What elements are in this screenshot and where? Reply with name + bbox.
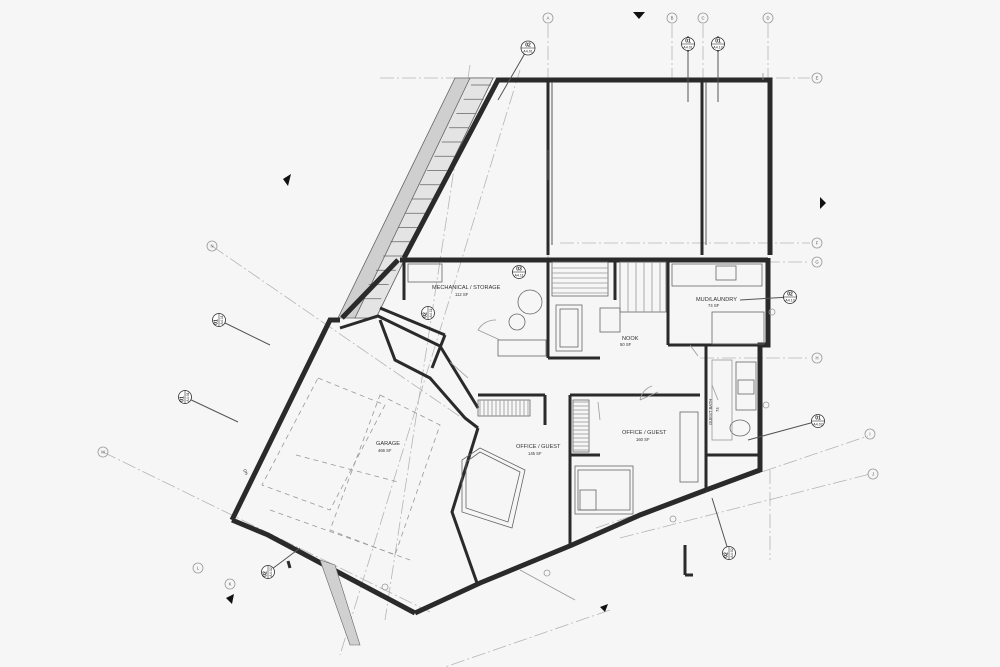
section-tag-t8: 01 A4.01 (178, 390, 239, 423)
svg-text:E: E (816, 76, 819, 81)
svg-text:A4.02: A4.02 (269, 567, 273, 576)
svg-text:02: 02 (724, 552, 730, 558)
grid-bubble-b: B (666, 12, 678, 24)
svg-text:02: 02 (423, 312, 429, 318)
interior-walls (379, 262, 760, 545)
dimension-label: DN (242, 468, 249, 476)
svg-text:B: B (671, 16, 674, 21)
grid-bubble-a: A (542, 12, 554, 24)
svg-text:A4.02: A4.02 (730, 548, 734, 557)
svg-text:A4.10: A4.10 (785, 299, 794, 303)
room-area-garage: 466 SF (378, 448, 392, 453)
grid-bubble-f: F (811, 237, 823, 249)
exterior-walls (229, 257, 771, 616)
section-tag-t6: 01 A4.11 (212, 313, 271, 346)
room-area-office-right: 160 SF (636, 437, 650, 442)
grid-bubble-k: K (224, 578, 236, 590)
section-tag-t11: 02 A4.02 (261, 547, 301, 579)
section-tag-t2: 01 A4.01 (681, 36, 695, 102)
grid-bubble-j: J (867, 468, 879, 480)
furniture (261, 263, 765, 561)
room-area-nook: 50 SF (620, 342, 632, 347)
svg-text:01: 01 (180, 396, 186, 402)
svg-text:D: D (766, 16, 769, 21)
svg-text:F: F (816, 241, 819, 246)
section-tag-t9: 01 A4.02 (747, 414, 825, 441)
room-area-guest-bath: 74 (715, 407, 720, 412)
grid-bubble-i: I (864, 428, 876, 440)
section-tag-t3: 01 A4.10 (711, 36, 725, 102)
svg-text:A4.02: A4.02 (813, 423, 822, 427)
svg-text:A4.01: A4.01 (683, 46, 692, 50)
svg-text:A4.11: A4.11 (429, 308, 433, 317)
section-tag-t5: 02 A4.10 (739, 290, 797, 304)
grid-bubble-c: C (697, 12, 709, 24)
svg-text:K: K (229, 582, 232, 587)
svg-text:A4.11: A4.11 (514, 274, 523, 278)
section-tag-t10: 02 A4.02 (711, 497, 736, 560)
grid-bubble-g: G (811, 256, 823, 268)
svg-text:N: N (210, 244, 213, 249)
grid-bubble-n: N (206, 240, 218, 252)
room-name-guest-bath: GUEST BATH (708, 399, 713, 425)
svg-text:A4.11: A4.11 (220, 315, 224, 324)
grid-bubble-m: M (97, 446, 109, 458)
section-tag-t7: 02 A4.11 (421, 306, 435, 320)
svg-text:01: 01 (685, 39, 691, 45)
grid-bubble-h: H (811, 352, 823, 364)
svg-text:G: G (815, 260, 818, 265)
misc-marks (286, 308, 776, 646)
svg-text:J: J (872, 472, 874, 477)
room-area-mechanical: 112 SF (455, 292, 469, 297)
grid-bubble-e: E (811, 72, 823, 84)
svg-text:02: 02 (525, 43, 531, 49)
svg-text:M: M (101, 450, 105, 455)
svg-text:01: 01 (715, 39, 721, 45)
svg-text:A4.01: A4.01 (186, 392, 190, 401)
room-name-mechanical: MECHANICAL / STORAGE (432, 285, 501, 291)
svg-text:A4.10: A4.10 (713, 46, 722, 50)
svg-text:01: 01 (815, 416, 821, 422)
svg-text:C: C (701, 16, 704, 21)
svg-text:A: A (547, 16, 550, 21)
svg-text:02: 02 (263, 571, 269, 577)
grid-bubble-d: D (762, 12, 774, 24)
section-tag-t4: 03 A4.11 (512, 265, 526, 279)
exterior-stair (337, 77, 494, 319)
svg-text:I: I (869, 432, 870, 437)
svg-text:02: 02 (787, 292, 793, 298)
svg-text:03: 03 (516, 267, 522, 273)
view-markers (226, 12, 826, 612)
room-name-office-left: OFFICE / GUEST (516, 444, 561, 450)
interior-stair (551, 261, 667, 313)
svg-text:A4.01: A4.01 (523, 50, 532, 54)
svg-text:L: L (197, 566, 200, 571)
room-name-office-right: OFFICE / GUEST (622, 430, 667, 436)
door-swings (449, 319, 719, 421)
room-area-mudroom: 74 SF (708, 303, 720, 308)
svg-text:01: 01 (214, 319, 220, 325)
room-area-office-left: 145 SF (528, 451, 542, 456)
room-name-garage: GARAGE (376, 441, 400, 447)
room-name-mudroom: MUD/LAUNDRY (696, 297, 737, 303)
section-tag-t1: 02 A4.01 (497, 40, 536, 101)
closets (477, 399, 590, 453)
grid-bubbles: A B C D E F G H I J N M L K (97, 12, 879, 590)
section-tags: 02 A4.01 01 A4.01 01 A4.10 03 A4.11 (178, 36, 825, 579)
room-labels: MECHANICAL / STORAGE 112 SF MUD/LAUNDRY … (242, 285, 737, 476)
grid-bubble-l: L (192, 562, 204, 574)
room-name-nook: NOOK (622, 336, 639, 342)
svg-text:H: H (815, 356, 818, 361)
upper-volume-outline (401, 73, 773, 260)
